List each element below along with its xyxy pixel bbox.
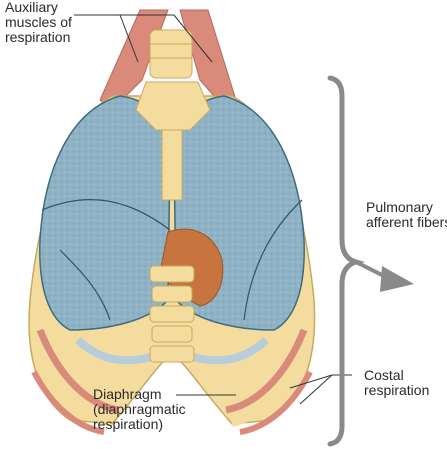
left-lung bbox=[40, 96, 170, 330]
label-diaphragm: Diaphragm (diaphragmatic respiration) bbox=[93, 387, 186, 432]
lumbar-spine bbox=[150, 266, 194, 362]
sternum bbox=[162, 130, 182, 200]
label-pulmonary-afferent: Pulmonary afferent fibers bbox=[366, 200, 447, 230]
bracket bbox=[330, 78, 356, 444]
label-costal-respiration: Costal respiration bbox=[364, 368, 429, 398]
label-auxiliary-muscles: Auxiliary muscles of respiration bbox=[5, 0, 72, 45]
pulmonary-arrow bbox=[356, 262, 414, 292]
cervical-spine bbox=[150, 30, 192, 78]
